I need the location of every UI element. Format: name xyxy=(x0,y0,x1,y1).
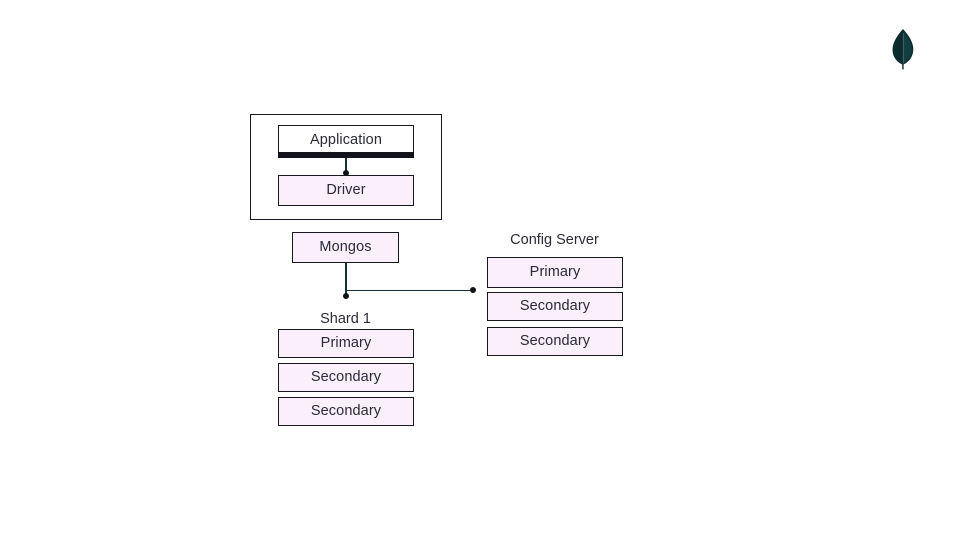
node-mongos[interactable]: Mongos xyxy=(292,232,399,263)
client-group-container xyxy=(250,114,442,220)
mongodb-leaf-icon xyxy=(888,28,918,70)
config-server-member-label: Secondary xyxy=(519,333,591,350)
node-driver[interactable]: Driver xyxy=(278,175,414,206)
node-mongos-label: Mongos xyxy=(319,239,372,256)
shard-member-primary[interactable]: Primary xyxy=(278,329,414,358)
shard-member-label: Secondary xyxy=(310,369,382,386)
application-emphasis-bar xyxy=(278,152,414,158)
edge-dot-driver-end xyxy=(343,170,349,176)
edge-dot-shard-end xyxy=(343,293,349,299)
config-server-caption: Config Server xyxy=(510,232,599,248)
edge-dot-config-server-end xyxy=(470,287,476,293)
config-server-member-secondary-1[interactable]: Secondary xyxy=(487,292,623,321)
node-application-label: Application xyxy=(309,132,383,149)
config-server-member-secondary-2[interactable]: Secondary xyxy=(487,327,623,356)
shard-member-label: Primary xyxy=(320,335,372,352)
edge-application-to-driver xyxy=(345,158,347,173)
edge-mongos-trunk xyxy=(345,263,347,297)
config-server-member-label: Primary xyxy=(529,264,581,281)
config-server-member-primary[interactable]: Primary xyxy=(487,257,623,288)
edge-mongos-to-config-server xyxy=(345,289,474,292)
config-server-member-label: Secondary xyxy=(519,298,591,315)
shard-member-secondary-1[interactable]: Secondary xyxy=(278,363,414,392)
shard-caption: Shard 1 xyxy=(320,311,371,327)
node-driver-label: Driver xyxy=(326,182,366,199)
shard-member-label: Secondary xyxy=(310,403,382,420)
shard-member-secondary-2[interactable]: Secondary xyxy=(278,397,414,426)
